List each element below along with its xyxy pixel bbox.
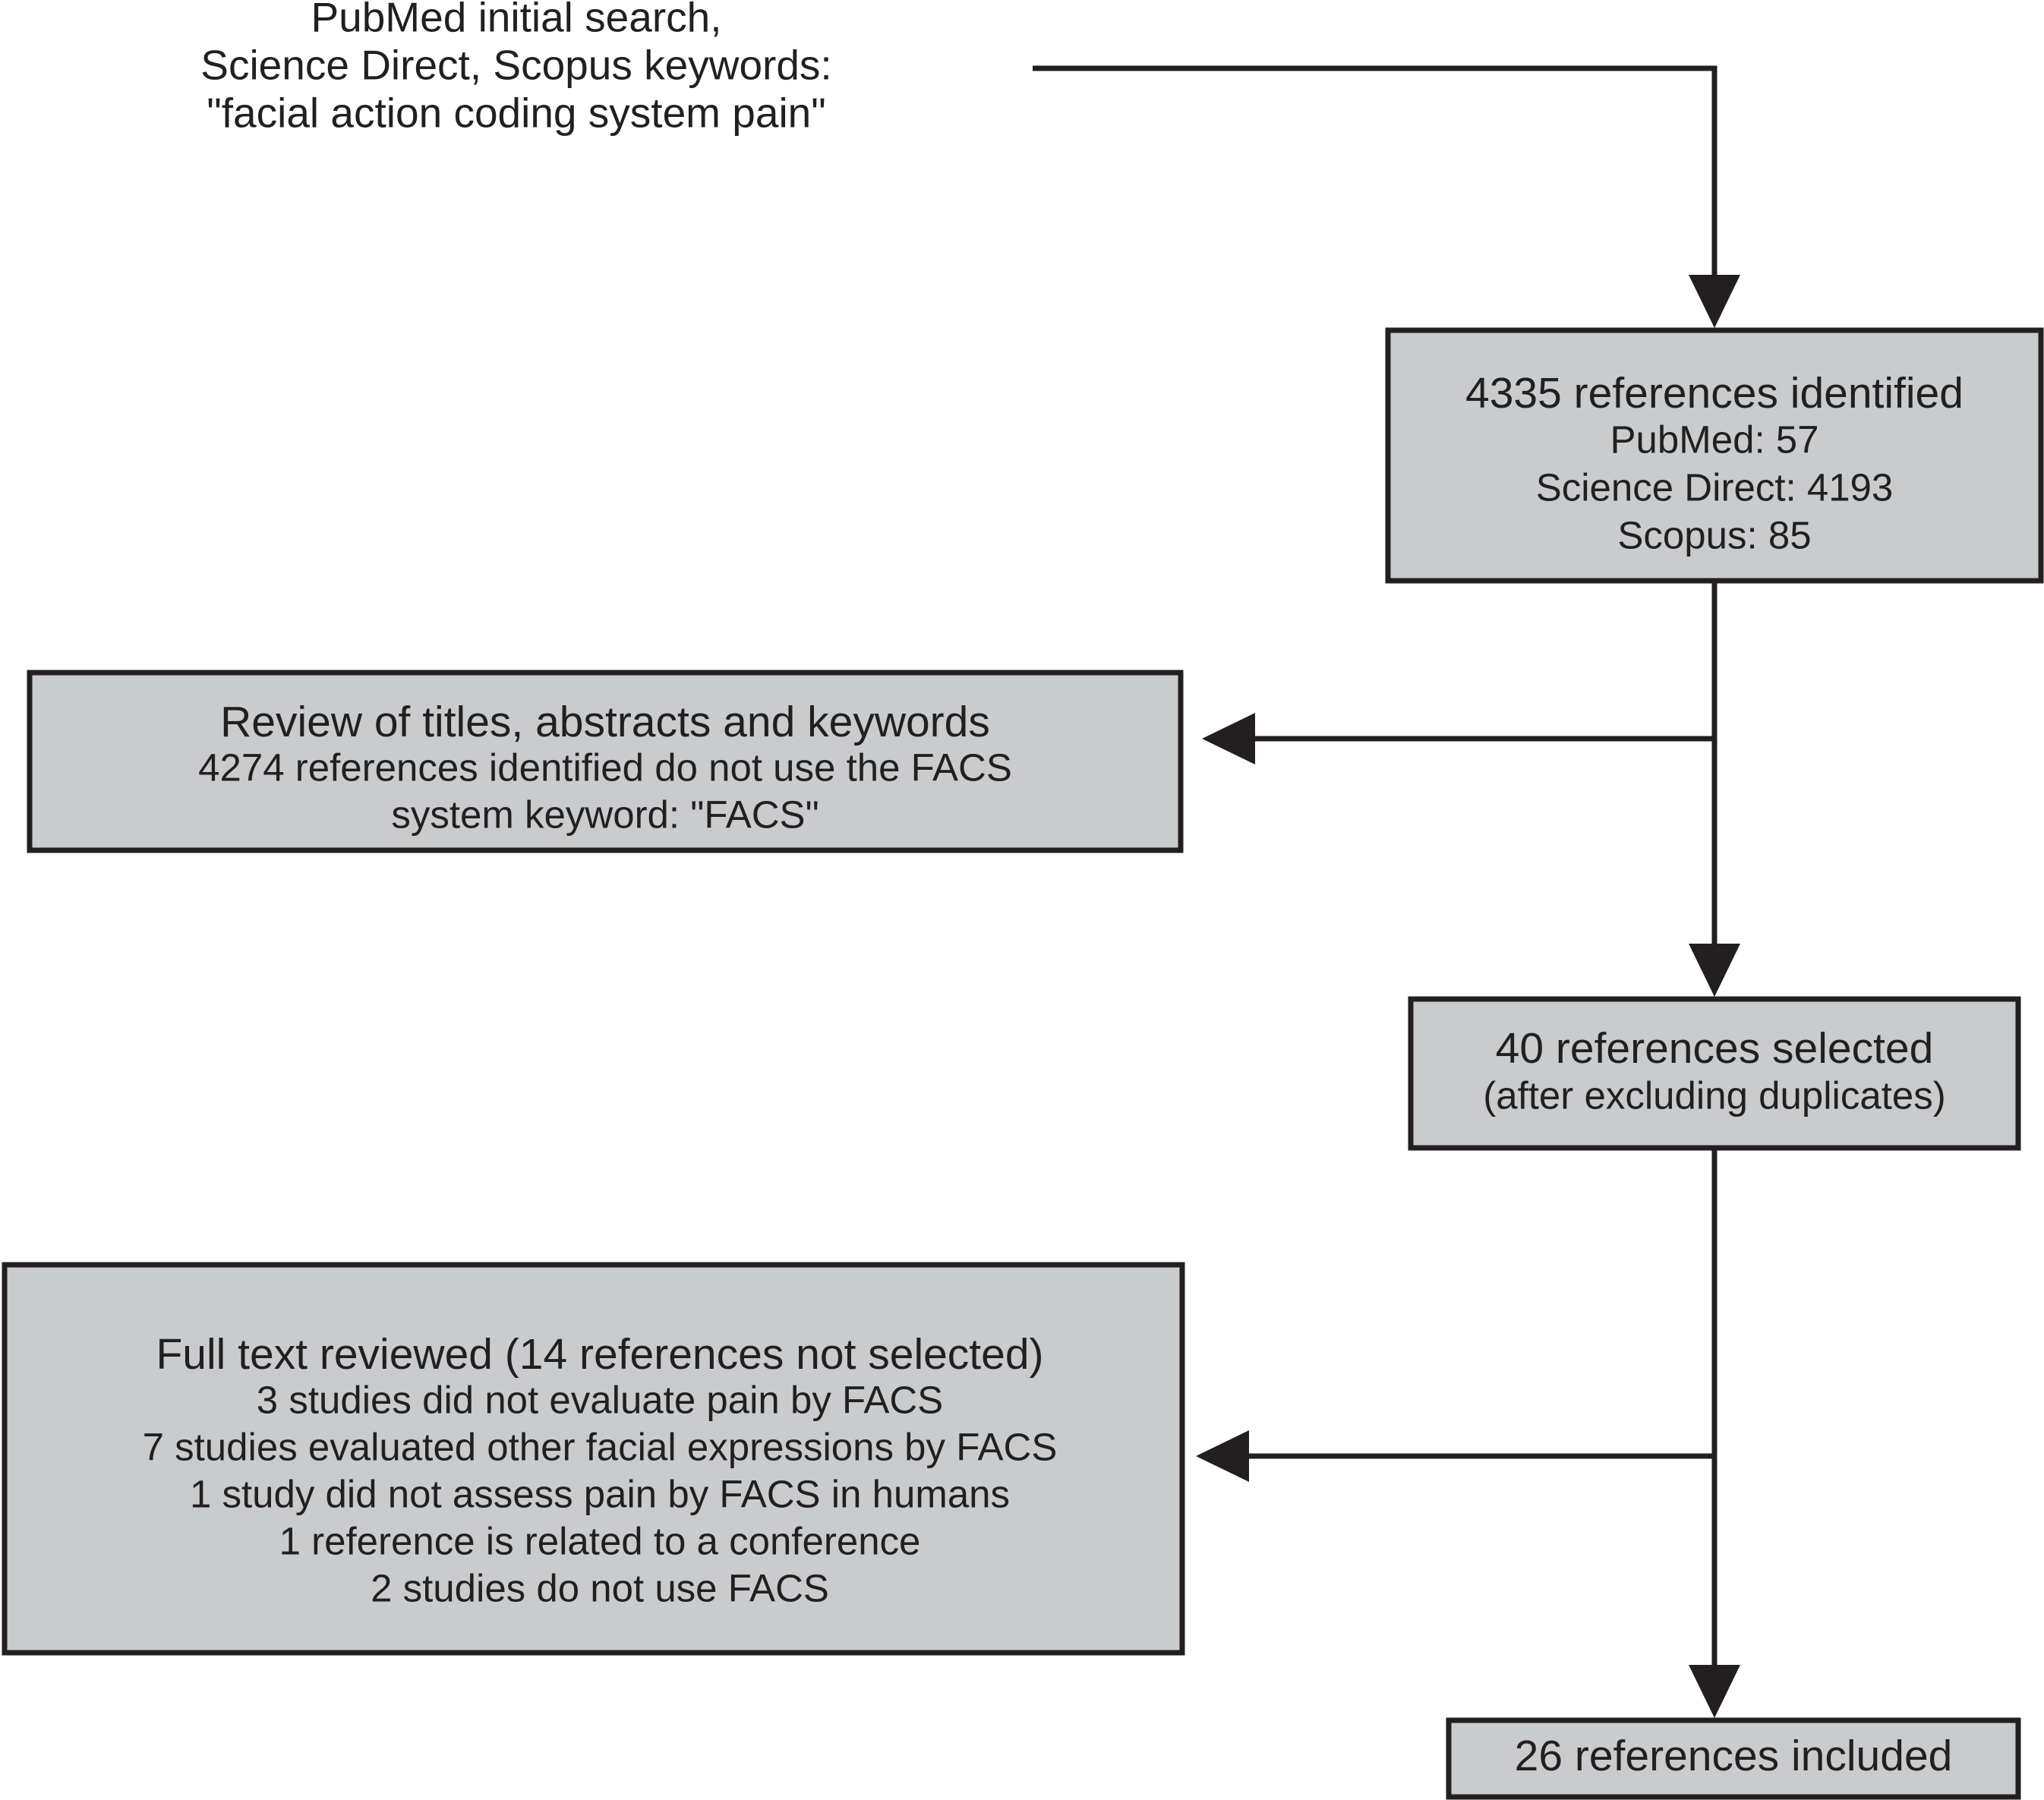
- node-review-titles-line-1: Review of titles, abstracts and keywords: [220, 698, 990, 746]
- node-references-identified-line-2: PubMed: 57: [1610, 418, 1818, 461]
- search-query-line-2: Science Direct, Scopus keywords:: [200, 42, 831, 89]
- search-query-line-3: "facial action coding system pain": [207, 90, 826, 137]
- connector-identified-to-review-titles: [1202, 713, 1714, 764]
- node-review-titles-line-2: 4274 references identified do not use th…: [198, 746, 1012, 789]
- node-full-text-reviewed-line-3: 7 studies evaluated other facial express…: [143, 1425, 1058, 1468]
- node-review-titles[interactable]: Review of titles, abstracts and keywords…: [27, 670, 1184, 853]
- node-review-titles-line-3: system keyword: "FACS": [391, 793, 819, 836]
- connector-selected-to-full-text: [1196, 1430, 1714, 1482]
- node-full-text-reviewed-line-6: 2 studies do not use FACS: [371, 1566, 829, 1609]
- search-query-line-1: PubMed initial search,: [311, 0, 721, 41]
- node-references-included-line-1: 26 references included: [1515, 1732, 1953, 1780]
- node-references-identified-line-1: 4335 references identified: [1465, 369, 1964, 418]
- node-references-selected-line-2: (after excluding duplicates): [1483, 1073, 1946, 1117]
- search-query-label: PubMed initial search, Science Direct, S…: [200, 0, 831, 137]
- node-references-selected[interactable]: 40 references selected (after excluding …: [1408, 996, 2021, 1151]
- node-full-text-reviewed-line-4: 1 study did not assess pain by FACS in h…: [190, 1472, 1010, 1515]
- node-references-included[interactable]: 26 references included: [1446, 1717, 2021, 1800]
- node-references-identified-box[interactable]: [1385, 327, 2044, 584]
- node-full-text-reviewed-line-1: Full text reviewed (14 references not se…: [156, 1330, 1043, 1379]
- node-full-text-reviewed[interactable]: Full text reviewed (14 references not se…: [2, 1262, 1185, 1656]
- node-references-identified[interactable]: 4335 references identified PubMed: 57 Sc…: [1385, 327, 2044, 584]
- node-references-identified-line-3: Science Direct: 4193: [1536, 465, 1894, 509]
- connector-selected-to-included: [1689, 1150, 1740, 1718]
- node-references-identified-line-4: Scopus: 85: [1617, 513, 1811, 556]
- node-references-selected-line-1: 40 references selected: [1496, 1024, 1934, 1073]
- node-review-titles-box[interactable]: [27, 670, 1184, 853]
- node-full-text-reviewed-line-5: 1 reference is related to a conference: [279, 1519, 921, 1562]
- connector-search-to-identified: [1033, 65, 1740, 328]
- node-full-text-reviewed-line-2: 3 studies did not evaluate pain by FACS: [257, 1378, 943, 1421]
- node-references-selected-box[interactable]: [1408, 996, 2021, 1151]
- node-references-included-box[interactable]: [1446, 1717, 2021, 1800]
- node-full-text-reviewed-box[interactable]: [2, 1262, 1185, 1656]
- connector-identified-to-selected: [1689, 583, 1740, 997]
